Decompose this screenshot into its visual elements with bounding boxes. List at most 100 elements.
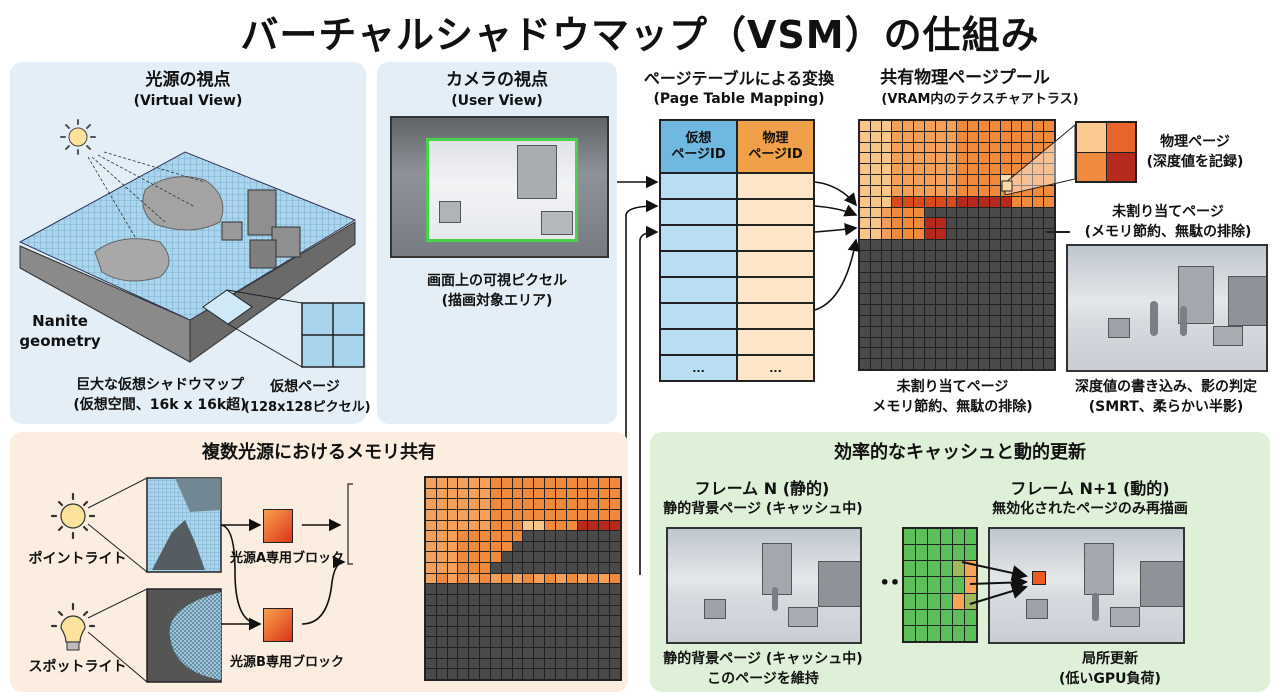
page-cell: [1044, 196, 1054, 207]
page-cell: [545, 616, 555, 626]
page-cell: [968, 196, 979, 207]
page-cell: [928, 625, 940, 641]
page-cell: [458, 658, 469, 669]
page-cell: [447, 648, 458, 658]
page-cell: [940, 609, 952, 625]
page-cell: [599, 616, 610, 626]
page-cell: [490, 563, 501, 573]
page-cell: [523, 605, 534, 616]
page-cell: [1033, 121, 1044, 131]
page-cell: [914, 250, 924, 261]
page-cell: [881, 294, 892, 305]
scene-caption-1: 深度値の書き込み、影の判定: [1075, 379, 1257, 395]
page-cell: [599, 584, 610, 594]
page-cell: [426, 520, 436, 531]
page-cell: [1000, 326, 1011, 337]
unallocated-label-2: (メモリ節約、無駄の排除): [1084, 224, 1252, 240]
page-cell: [940, 593, 952, 609]
frame-n1-caption-2: (低いGPU負荷): [1059, 671, 1161, 687]
crate-shape: [788, 607, 818, 627]
page-cell: [1011, 196, 1022, 207]
camera-view-panel: カメラの視点 (User View) 画面上の可視ピクセル (描画対象エリア): [377, 62, 617, 424]
page-cell: [545, 573, 555, 584]
page-cell: [979, 164, 989, 175]
page-cell: [588, 637, 599, 648]
page-cell: [870, 359, 881, 369]
page-cell: [903, 305, 914, 315]
page-cell: [1033, 164, 1044, 175]
page-cell: [904, 593, 916, 609]
page-cell: [946, 218, 957, 229]
page-cell: [914, 294, 924, 305]
physical-page-label-2: (深度値を記録): [1146, 154, 1244, 170]
page-cell: [1022, 305, 1033, 315]
page-cell: [599, 573, 610, 584]
page-cell: [964, 625, 976, 641]
page-cell: [892, 164, 903, 175]
page-cell: [555, 531, 566, 541]
page-cell: [610, 637, 620, 648]
camera-caption-1: 画面上の可視ピクセル: [427, 273, 567, 289]
page-cell: [968, 359, 979, 369]
light-b-block: [263, 608, 293, 642]
page-cell: [1000, 142, 1011, 153]
page-cell: [577, 552, 588, 563]
page-cell: [1000, 359, 1011, 369]
page-cell: [1011, 175, 1022, 185]
page-cell: [964, 593, 976, 609]
page-cell: [436, 605, 447, 616]
page-cell: [436, 509, 447, 520]
page-cell: [957, 348, 968, 359]
page-cell: [1000, 207, 1011, 218]
physical-page-zoom-grid: [1075, 121, 1137, 183]
page-cell: [588, 541, 599, 552]
page-table: 仮想ページID 物理ページID ......: [659, 119, 815, 382]
page-cell: [512, 520, 523, 531]
page-cell: [989, 131, 1000, 142]
page-cell: [1033, 294, 1044, 305]
page-cell: [914, 315, 924, 326]
page-cell: [1044, 326, 1054, 337]
page-cell: [1011, 305, 1022, 315]
page-cell: [523, 584, 534, 594]
page-cell: [903, 294, 914, 305]
page-cell: [946, 207, 957, 218]
page-cell: [490, 626, 501, 637]
page-cell: [1011, 142, 1022, 153]
page-cell: [903, 218, 914, 229]
page-cell: [534, 509, 545, 520]
zoom-cell: [1077, 152, 1106, 181]
table-row-physical: [738, 174, 813, 198]
page-cell: [1044, 142, 1054, 153]
page-cell: [979, 326, 989, 337]
page-cell: [860, 326, 870, 337]
page-cell: [458, 478, 469, 488]
page-cell: [946, 315, 957, 326]
page-cell: [968, 153, 979, 164]
page-cell: [523, 648, 534, 658]
physical-pool-subheading: (VRAM内のテクスチャアトラス): [881, 92, 1079, 107]
page-cell: [892, 294, 903, 305]
page-cell: [957, 261, 968, 272]
page-cell: [881, 240, 892, 250]
page-cell: [968, 348, 979, 359]
table-row-virtual: [661, 174, 736, 198]
page-cell: [436, 669, 447, 679]
page-cell: [935, 164, 946, 175]
page-cell: [501, 573, 512, 584]
page-cell: [903, 121, 914, 131]
page-cell: [447, 509, 458, 520]
table-row-virtual: [661, 200, 736, 224]
page-cell: [870, 153, 881, 164]
page-cell: [512, 573, 523, 584]
page-cell: [1033, 305, 1044, 315]
page-cell: [957, 294, 968, 305]
page-cell: [512, 605, 523, 616]
page-cell: [1044, 207, 1054, 218]
page-cell: [480, 594, 490, 605]
page-cell: [935, 218, 946, 229]
page-cell: [892, 175, 903, 185]
page-cell: [1011, 315, 1022, 326]
page-cell: [458, 626, 469, 637]
page-cell: [946, 348, 957, 359]
